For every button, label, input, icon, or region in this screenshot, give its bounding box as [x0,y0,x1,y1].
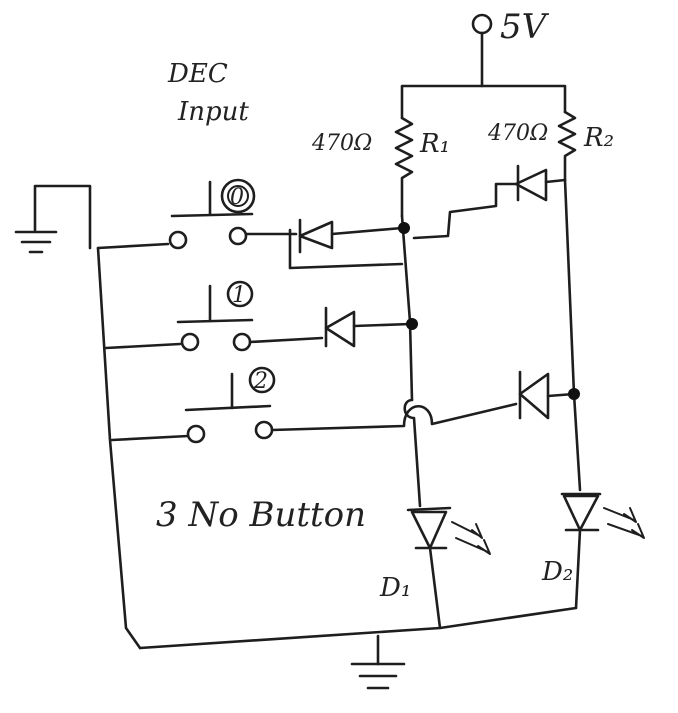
button-0-label: 0 [230,185,244,210]
ground-bottom [350,634,406,690]
button-1-label: 1 [232,283,246,308]
resistor-r2: 470Ω R₂ [487,110,614,182]
junction-dot [406,318,418,330]
button-2-label: 2 [253,369,268,394]
resistor-r1-name: R₁ [419,129,450,159]
supply-label: 5V [500,7,550,47]
led-d1-name: D₁ [379,573,411,603]
led-d1: D₁ [379,506,491,630]
r1-column [400,214,414,402]
input-title-line1: DEC [167,59,228,89]
junction-dot [398,222,410,234]
r1-hop [403,398,422,508]
button-2: 2 [110,366,576,444]
resistor-r2-value: 470Ω [487,121,548,146]
r2-column [563,178,582,492]
left-bus [96,246,142,650]
led-d2: D₂ [541,492,645,610]
caption: 3 No Button [156,495,366,535]
button-1: 1 [104,280,412,352]
input-title-line2: Input [177,97,249,127]
junction-dot [568,388,580,400]
diode-r2-top [412,164,567,240]
resistor-r1: 470Ω R₁ [311,116,450,218]
button-0: 0 [96,178,404,270]
top-rail [400,84,567,120]
led-d2-name: D₂ [541,557,573,587]
resistor-r2-name: R₂ [583,123,614,153]
supply-terminal: 5V [471,7,550,88]
bottom-rail [138,606,578,650]
ground-left [14,184,92,254]
resistor-r1-value: 470Ω [311,131,372,156]
